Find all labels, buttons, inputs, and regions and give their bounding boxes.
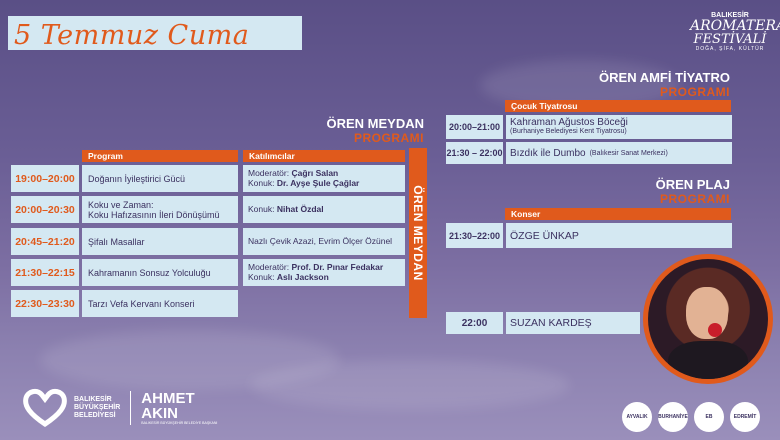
performer-photo: [643, 254, 773, 384]
amfi-row-1-event: Kahraman Ağustos Böceği (Burhaniye Beled…: [506, 115, 732, 139]
meydan-row-2-participants: Konuk: Nihat Özdal: [243, 196, 405, 223]
amfi-row-2-title: Bızdık ile Dumbo: [510, 147, 586, 159]
mayor-first-name: AHMET: [141, 390, 195, 407]
page-title: 5 Temmuz Cuma: [14, 20, 250, 51]
amfi-row-2-event: Bızdık ile Dumbo (Balıkesir Sanat Merkez…: [506, 142, 732, 164]
meydan-row-4-program: Kahramanın Sonsuz Yolculuğu: [82, 259, 238, 286]
oren-plaj-name: ÖREN PLAJ: [655, 177, 730, 192]
title-bar: [8, 16, 302, 50]
amfi-row-1-title: Kahraman Ağustos Böceği: [510, 117, 628, 128]
meydan-row-2-time: 20:00–20:30: [11, 196, 79, 223]
mayor-last-name: AKIN: [141, 405, 178, 422]
meydan-row-4-p1-name: Prof. Dr. Pınar Fedakar: [291, 262, 384, 272]
oren-meydan-heading: ÖREN MEYDAN PROGRAMI: [300, 116, 424, 146]
mayor-logo: AHMET AKIN BALIKESİR BÜYÜKŞEHİR BELEDİYE…: [141, 391, 217, 425]
meydan-row-1-p2-label: Konuk:: [248, 177, 275, 188]
amfi-row-2-time: 21:30 – 22:00: [446, 142, 503, 164]
meydan-row-1-p2-name: Dr. Ayşe Şule Çağlar: [276, 177, 360, 188]
oren-plaj-heading: ÖREN PLAJ PROGRAMI: [600, 177, 730, 207]
meydan-row-2-program-line2: Koku Hafızasının İleri Dönüşümü: [88, 209, 220, 220]
vertical-label-text: ÖREN MEYDAN: [411, 185, 425, 281]
meydan-row-4-p2-name: Aslı Jackson: [276, 271, 329, 282]
festival-logo-line2: AROMATERAPİ: [690, 18, 780, 34]
meydan-row-3-participants: Nazlı Çevik Azazi, Evrim Ölçer Özünel: [243, 228, 405, 255]
oren-amfi-name: ÖREN AMFİ TİYATRO: [599, 70, 730, 85]
municipality-line3: BELEDİYESİ: [74, 412, 116, 419]
meydan-row-4-p1-label: Moderatör:: [248, 262, 290, 272]
municipality-line1: BALIKESİR: [74, 396, 112, 403]
meydan-row-1-p1-label: Moderatör:: [248, 168, 290, 178]
heart-logo-icon: [23, 388, 67, 428]
festival-logo: BALIKESİR AROMATERAPİ FESTİVALİ DOĞA, Şİ…: [690, 12, 780, 72]
participants-column-header: Katılımcılar: [243, 150, 405, 162]
logo-divider: [130, 391, 132, 425]
concert-header: Konser: [505, 208, 731, 220]
oren-amfi-heading: ÖREN AMFİ TİYATRO PROGRAMI: [560, 70, 730, 100]
partner-badges: AYVALIK BURHANİYE EB EDREMİT: [622, 402, 760, 432]
mayor-title: BALIKESİR BÜYÜKŞEHİR BELEDİYE BAŞKANI: [141, 421, 218, 425]
program-column-header: Program: [82, 150, 238, 162]
children-theatre-header: Çocuk Tiyatrosu: [505, 100, 731, 112]
meydan-row-1-p1-name: Çağrı Salan: [291, 168, 339, 178]
badge-eb: EB: [694, 402, 724, 432]
meydan-row-2-p1-name: Nihat Özdal: [276, 203, 324, 214]
plaj-row-2-title: SUZAN KARDEŞ: [506, 312, 640, 334]
meydan-row-1-program: Doğanın İyileştirici Gücü: [82, 165, 238, 192]
festival-logo-tagline: DOĞA, ŞİFA, KÜLTÜR: [695, 46, 765, 52]
meydan-row-4-time: 21:30–22:15: [11, 259, 79, 286]
amfi-row-2-note: (Balıkesir Sanat Merkezi): [589, 149, 668, 157]
meydan-row-5-time: 22:30–23:30: [11, 290, 79, 317]
meydan-row-1-participants: Moderatör: Çağrı Salan Konuk: Dr. Ayşe Ş…: [243, 165, 405, 192]
oren-meydan-program-word: PROGRAMI: [354, 131, 424, 145]
meydan-row-2-program: Koku ve Zaman: Koku Hafızasının İleri Dö…: [82, 196, 238, 223]
badge-ayvalik: AYVALIK: [622, 402, 652, 432]
meydan-row-2-program-line1: Koku ve Zaman:: [88, 199, 154, 210]
meydan-row-3-time: 20:45–21:20: [11, 228, 79, 255]
amfi-row-1-note: (Burhaniye Belediyesi Kent Tiyatrosu): [510, 128, 627, 135]
amfi-row-1-time: 20:00–21:00: [446, 115, 503, 139]
meydan-row-4-p2-label: Konuk:: [248, 271, 275, 282]
meydan-row-3-program: Şifalı Masallar: [82, 228, 238, 255]
meydan-row-2-p1-label: Konuk:: [248, 203, 275, 214]
badge-burhaniye: BURHANİYE: [658, 402, 688, 432]
meydan-row-1-time: 19:00–20:00: [11, 165, 79, 192]
plaj-row-1-title: ÖZGE ÜNKAP: [506, 223, 732, 248]
municipality-line2: BÜYÜKŞEHİR: [74, 404, 121, 411]
meydan-row-5-program: Tarzı Vefa Kervanı Konseri: [82, 290, 238, 317]
festival-logo-line1: BALIKESİR: [711, 12, 749, 19]
plaj-row-2-time: 22:00: [446, 312, 503, 334]
festival-logo-line3: FESTİVALİ: [693, 32, 767, 47]
oren-amfi-program-word: PROGRAMI: [660, 85, 730, 99]
oren-meydan-name: ÖREN MEYDAN: [326, 116, 424, 131]
oren-plaj-program-word: PROGRAMI: [660, 192, 730, 206]
municipality-logo: BALIKESİR BÜYÜKŞEHİR BELEDİYESİ AHMET AK…: [22, 388, 217, 428]
oren-meydan-vertical-label: ÖREN MEYDAN: [409, 148, 427, 318]
meydan-row-4-participants: Moderatör: Prof. Dr. Pınar Fedakar Konuk…: [243, 259, 405, 286]
badge-edremit: EDREMİT: [730, 402, 760, 432]
plaj-row-1-time: 21:30–22:00: [446, 223, 503, 248]
